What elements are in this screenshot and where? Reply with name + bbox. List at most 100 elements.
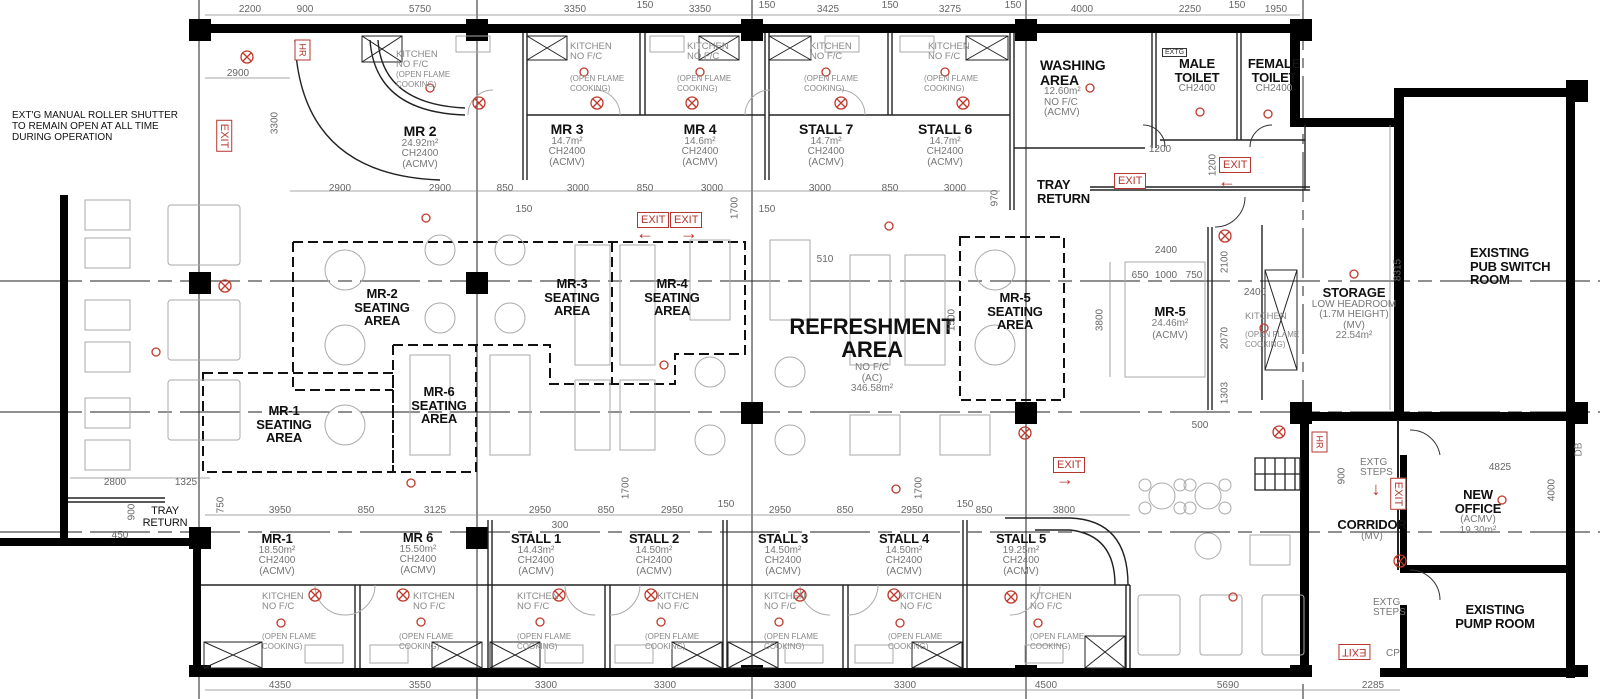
room-pub-switch[interactable]: EXISTING PUB SWITCH ROOM [1470,245,1551,288]
dim: 3275 [938,4,962,15]
room-male-toilet[interactable]: MALE TOILET CH2400 [1174,56,1220,95]
seating-area-mr2[interactable]: MR-2 SEATING AREA [354,286,410,329]
dim: 3000 [808,183,832,194]
dim: 2950 [528,505,552,516]
kitchen-note-mr5: KITCHEN (OPEN FLAME COOKING) [1245,311,1300,350]
dim: 2100 [1219,250,1231,274]
dim: 900 [1336,467,1348,485]
exit-arrow-left-icon: ← [636,223,654,243]
dim: 3300 [653,680,677,691]
dim: 150 [636,0,654,11]
dim: 850 [836,505,854,516]
dim: 500 [1191,420,1209,431]
exit-sign-refreshment: EXIT [1053,457,1086,473]
dim: 3800 [1094,308,1106,332]
dim: 4000 [1546,478,1558,502]
dim: 1700 [913,476,925,500]
seating-area-mr3[interactable]: MR-3 SEATING AREA [544,276,600,319]
room-female-toilet[interactable]: FEMALE TOILET CH2400 [1247,56,1301,95]
dim: 850 [496,183,514,194]
detector-icons [151,67,1507,628]
room-new-office[interactable]: NEW OFFICE (ACMV) 19.30m² [1454,487,1502,536]
roller-shutter-note: EXT'G MANUAL ROLLER SHUTTER TO REMAIN OP… [12,110,179,143]
exit-arrow-refreshment-icon: → [1056,469,1074,489]
dim: 3300 [893,680,917,691]
room-stall-6[interactable]: STALL 6 14.7m² CH2400 (ACMV) [917,121,973,168]
dim: 3800 [1052,505,1076,516]
dim: 5750 [408,4,432,15]
room-stall-2[interactable]: STALL 2 14.50m² CH2400 (ACMV) [628,531,680,577]
room-stall-5[interactable]: STALL 5 19.25m² CH2400 (ACMV) [995,531,1047,577]
dim: 8315 [1392,258,1404,282]
room-stall-1[interactable]: STALL 1 14.43m² CH2400 (ACMV) [510,531,562,577]
dim: 3000 [943,183,967,194]
dim: 3125 [423,505,447,516]
hose-reel-tag-top: HR [294,39,311,61]
dim: 3550 [408,680,432,691]
tray-return-top: TRAY RETURN [1037,177,1090,206]
dim: 2285 [1361,680,1385,691]
room-stall-4[interactable]: STALL 4 14.50m² CH2400 (ACMV) [878,531,930,577]
seating-area-mr4[interactable]: MR-4 SEATING AREA [644,276,700,319]
exit-arrow-right-icon: → [680,223,698,243]
dim: 4000 [1070,4,1094,15]
dim: 2950 [900,505,924,516]
exit-sign-corridor: EXIT [1390,477,1407,511]
corridor[interactable]: CORRIDOR (MV) [1337,517,1407,542]
dim: 1325 [174,477,198,488]
room-washing-area[interactable]: WASHING AREA 12.60m² NO F/C (ACMV) [1040,57,1106,119]
dim: 850 [881,183,899,194]
seating-area-mr6[interactable]: MR-6 SEATING AREA [411,384,467,427]
exit-sign-left: EXIT [216,119,233,153]
dim: 2070 [1219,326,1231,350]
sprinkler-icons [218,50,1407,604]
dim: 5690 [1216,680,1240,691]
room-stall-3[interactable]: STALL 3 14.50m² CH2400 (ACMV) [757,531,809,577]
dim: 3300 [269,111,281,135]
dim: 1200 [1207,153,1219,177]
room-mr5[interactable]: MR-5 24.46m² (ACMV) [1151,304,1189,342]
dim: 150 [758,0,776,11]
dim: 150 [881,0,899,11]
dim: 510 [816,254,834,265]
seating-area-mr5[interactable]: MR-5 SEATING AREA [987,290,1043,333]
room-stall-7[interactable]: STALL 7 14.7m² CH2400 (ACMV) [798,121,854,168]
seating-area-mr1[interactable]: MR-1 SEATING AREA [256,403,312,446]
dim: 2200 [238,4,262,15]
room-mr3[interactable]: MR 3 14.7m² CH2400 (ACMV) [548,121,586,168]
db-tag: DB [1573,442,1585,457]
extg-tag: EXTG [1162,48,1188,57]
dim: 3350 [688,4,712,15]
dim: 150 [1004,0,1022,11]
dim: 150 [758,204,776,215]
exit-sign-tray-return: EXIT [1114,173,1147,189]
room-mr4[interactable]: MR 4 14.6m² CH2400 (ACMV) [681,121,719,168]
dim: 1200 [1148,144,1172,155]
dim: 150 [717,499,735,510]
dim: 2900 [328,183,352,194]
dim: 1303 [1219,381,1231,405]
dim: 4825 [1488,462,1512,473]
room-existing-pump-room[interactable]: EXISTING PUMP ROOM [1455,602,1535,631]
dim: 1500 [946,308,958,332]
dim: 2400 [1154,245,1178,256]
room-mr6[interactable]: MR 6 15.50m² CH2400 (ACMV) [399,530,437,576]
room-storage[interactable]: STORAGE LOW HEADROOM (1.7M HEIGHT) (MV) … [1311,285,1397,342]
dim: 150 [1228,0,1246,11]
dim: 2250 [1178,4,1202,15]
room-mr1[interactable]: MR-1 18.50m² CH2400 (ACMV) [258,531,296,577]
dim: 2400 [1243,287,1267,298]
tray-return-left: TRAY RETURN [142,505,188,529]
exit-sign-center-right: EXIT [670,212,703,228]
refreshment-area[interactable]: REFRESHMENT AREA NO F/C (AC) 346.58m² [789,314,955,395]
furniture [84,35,1441,664]
walls [0,19,1588,678]
room-mr2[interactable]: MR 2 24.92m² CH2400 (ACMV) [401,123,439,170]
